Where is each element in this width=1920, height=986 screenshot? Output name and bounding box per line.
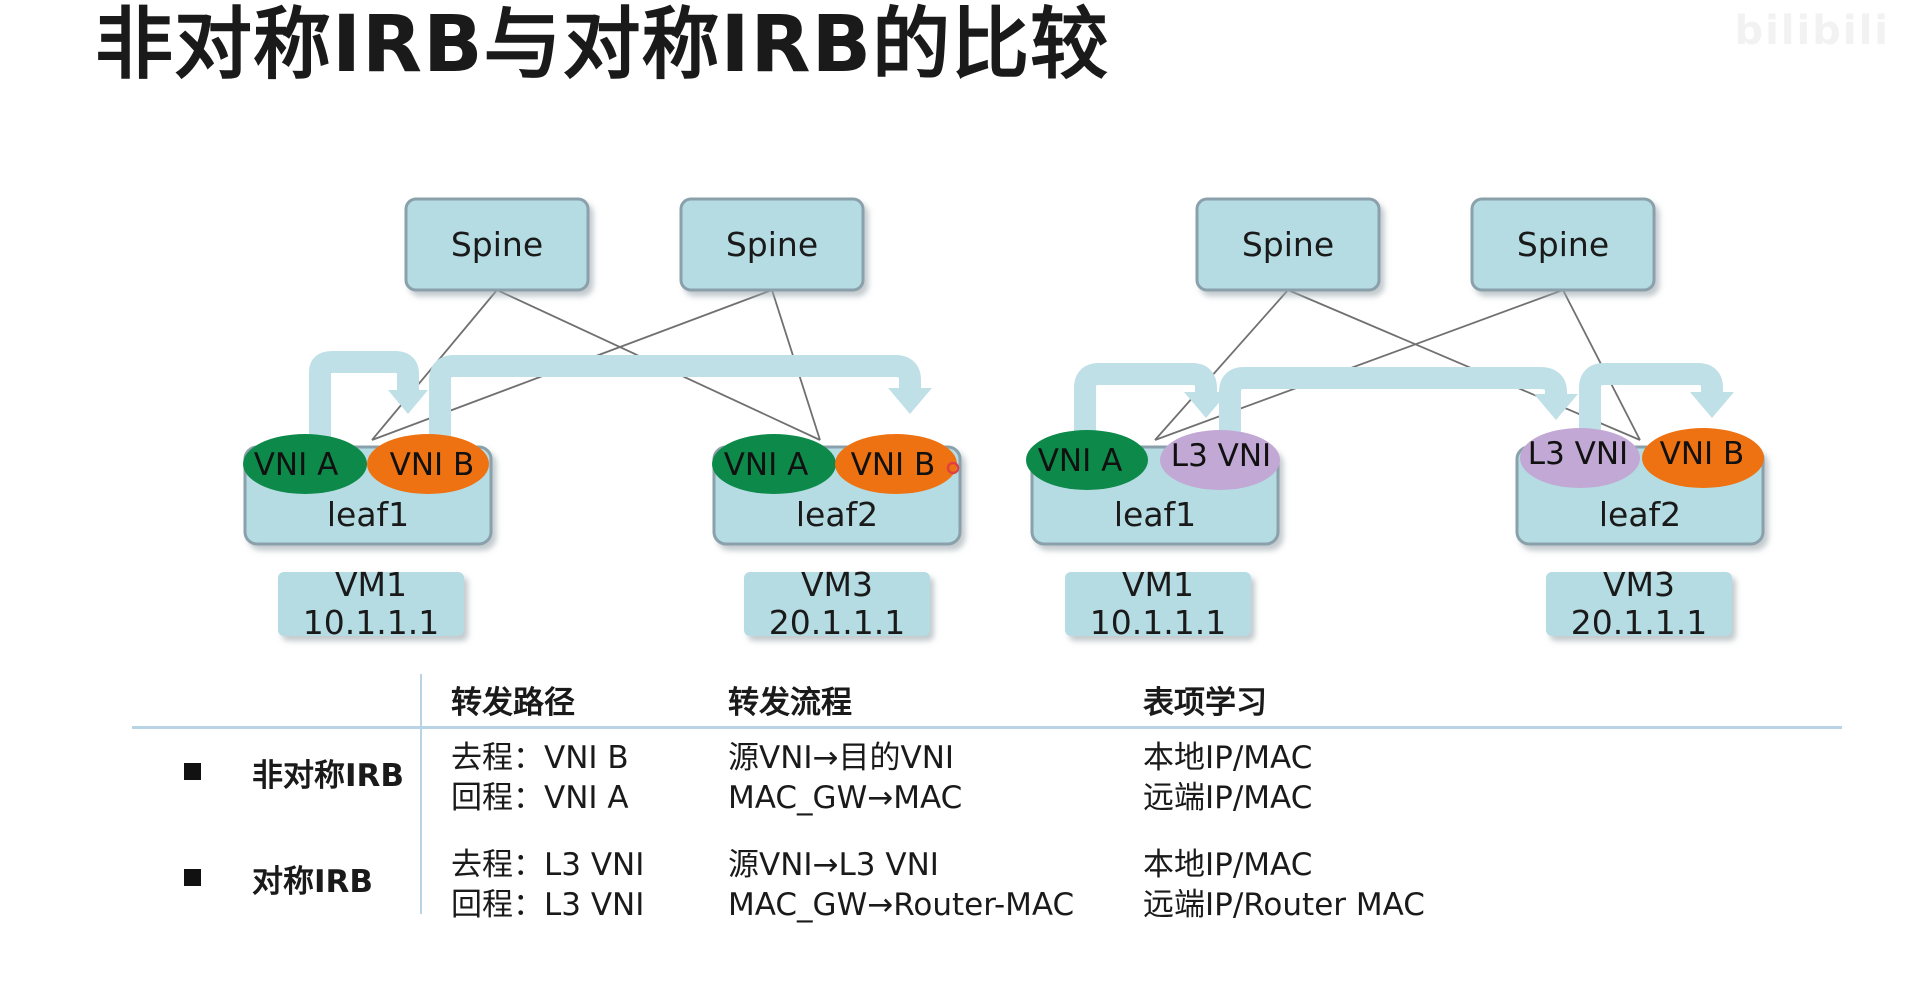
leaf1-arrowhead (1184, 392, 1228, 418)
vni-b-oval (367, 434, 489, 494)
asymmetric-irb-diagram: Spine Spine leaf1 VNI A VNI B leaf2 VNI … (243, 197, 962, 642)
vni-a-label: VNI A (724, 447, 809, 483)
right-vm3: VM3 20.1.1.1 (1546, 565, 1732, 642)
bullet-icon (184, 869, 201, 886)
vni-b-oval (835, 434, 957, 494)
left-vm3: VM3 20.1.1.1 (744, 565, 930, 642)
leaf-label: leaf1 (327, 495, 409, 534)
cell-flow-2: MAC_GW→Router-MAC (728, 887, 1075, 923)
table-vertical-divider (420, 674, 422, 914)
l3-vni-oval (1520, 428, 1640, 488)
right-leaf2: leaf2 L3 VNI VNI B (1515, 428, 1765, 546)
left-forward-arrows (309, 351, 921, 448)
leaf2-arrowhead (1690, 392, 1734, 418)
left-vm1: VM1 10.1.1.1 (278, 565, 464, 642)
vm-name: VM1 (335, 565, 407, 604)
cell-learn-2: 远端IP/Router MAC (1143, 887, 1425, 923)
leaf-label: leaf2 (796, 495, 878, 534)
l3-vni-inter-leaf-arrow (1219, 367, 1567, 448)
intra-leaf1-arrow (309, 351, 419, 448)
vni-a-oval (243, 434, 367, 494)
vni-b-label: VNI B (1660, 436, 1745, 472)
vm-name: VM3 (801, 565, 873, 604)
right-vm1: VM1 10.1.1.1 (1065, 565, 1251, 642)
cell-learn-1: 本地IP/MAC (1143, 847, 1313, 883)
cell-flow-1: 源VNI→L3 VNI (728, 847, 939, 883)
l3-vni-oval (1160, 430, 1280, 490)
vm-ip: 10.1.1.1 (1090, 603, 1226, 642)
link-spine1-leaf1 (1154, 289, 1289, 441)
bullet-icon (184, 763, 201, 780)
right-spine-2: Spine (1470, 197, 1656, 292)
row-label-symmetric: 对称IRB (252, 864, 374, 900)
link-spine2-leaf1 (1154, 289, 1564, 441)
cell-learn-2: 远端IP/MAC (1143, 780, 1313, 816)
cell-path-back: 回程：L3 VNI (451, 887, 645, 923)
cursor-pointer-icon (946, 461, 960, 475)
leaf1-vni-to-l3-arrow (1074, 363, 1217, 448)
left-spine-2: Spine (679, 197, 865, 292)
symmetric-irb-diagram: Spine Spine leaf1 VNI A L3 VNI leaf2 L3 … (1026, 197, 1765, 642)
vni-b-label: VNI B (851, 447, 936, 483)
spine-label: Spine (726, 225, 818, 264)
inter-leaf-arrow (429, 355, 921, 448)
header-table-learning: 表项学习 (1143, 685, 1267, 721)
left-leaf2: leaf2 VNI A VNI B (712, 434, 962, 546)
row-label-asymmetric: 非对称IRB (252, 758, 405, 794)
vm-ip: 10.1.1.1 (303, 603, 439, 642)
vni-a-oval (712, 434, 836, 494)
vni-a-oval (1026, 430, 1148, 490)
vm-name: VM3 (1603, 565, 1675, 604)
vni-b-label: VNI B (390, 447, 475, 483)
vm-ip: 20.1.1.1 (769, 603, 905, 642)
l3-vni-label: L3 VNI (1528, 436, 1628, 472)
spine-label: Spine (451, 225, 543, 264)
leaf-label: leaf1 (1114, 495, 1196, 534)
inter-leaf-arrowhead (1534, 394, 1578, 420)
spine-label: Spine (1242, 225, 1334, 264)
cell-flow-2: MAC_GW→MAC (728, 780, 963, 816)
vni-a-label: VNI A (254, 447, 339, 483)
table-header-divider (132, 726, 1842, 729)
cell-path-back: 回程：VNI A (451, 780, 629, 816)
vm-ip: 20.1.1.1 (1571, 603, 1707, 642)
left-spine-1: Spine (404, 197, 590, 292)
left-leaf1: leaf1 VNI A VNI B (243, 434, 493, 546)
bilibili-watermark: bilibili (1734, 8, 1890, 54)
cell-learn-1: 本地IP/MAC (1143, 740, 1313, 776)
leaf-label: leaf2 (1599, 495, 1681, 534)
cell-path-out: 去程：L3 VNI (451, 847, 645, 883)
l3-vni-label: L3 VNI (1171, 438, 1271, 474)
header-forward-flow: 转发流程 (728, 685, 852, 721)
cell-flow-1: 源VNI→目的VNI (728, 740, 955, 776)
right-spine-1: Spine (1195, 197, 1381, 292)
vni-a-label: VNI A (1038, 443, 1123, 479)
vm-name: VM1 (1122, 565, 1194, 604)
spine-label: Spine (1517, 225, 1609, 264)
header-forward-path: 转发路径 (451, 685, 575, 721)
vni-b-oval (1642, 428, 1764, 488)
right-forward-arrows (1074, 363, 1723, 448)
right-leaf1: leaf1 VNI A L3 VNI (1026, 430, 1280, 546)
leaf2-l3-to-vni-arrow (1579, 363, 1723, 448)
page-title: 非对称IRB与对称IRB的比较 (95, 0, 1110, 90)
intra-leaf1-arrowhead (388, 390, 428, 414)
cell-path-out: 去程：VNI B (451, 740, 629, 776)
inter-leaf-arrowhead (888, 388, 932, 414)
